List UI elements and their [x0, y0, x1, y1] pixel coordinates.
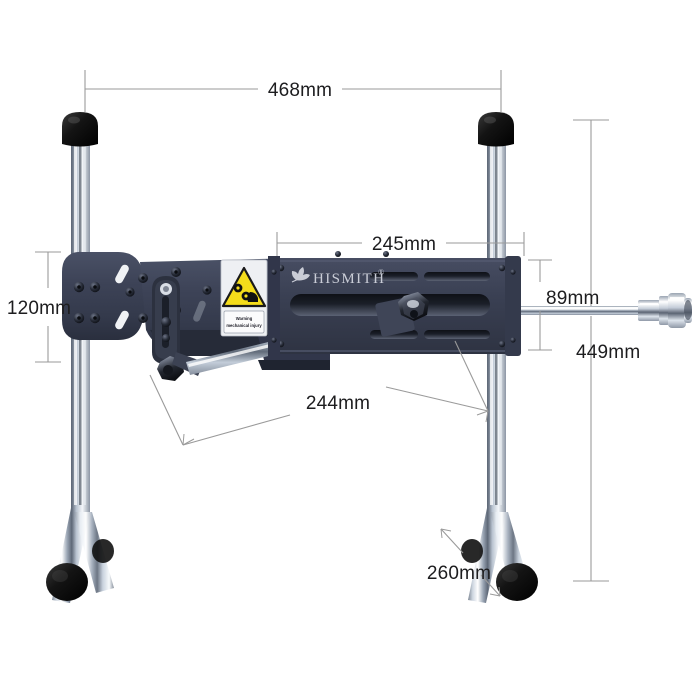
crank-arm: [152, 276, 180, 364]
dim-width-total: [84, 70, 502, 112]
warning-triangle-icon: [221, 266, 267, 308]
drive-shaft: [520, 306, 640, 315]
dim-shaft-height: [528, 259, 552, 351]
dim-rail-length: [276, 232, 525, 256]
dim-arm-stroke: [149, 340, 489, 446]
rail-slot-top-left: [370, 272, 418, 281]
dimension-lines: [35, 70, 609, 597]
dim-label-plate-height: 120mm: [7, 298, 71, 319]
star-knob-rail[interactable]: [375, 292, 429, 337]
right-foot-cap: [461, 539, 538, 601]
leaf-icon: [291, 267, 310, 283]
brand-name: HISMITH: [313, 271, 385, 287]
right-top-cap: [478, 112, 514, 147]
dim-label-rail-length: 245mm: [372, 234, 436, 255]
quick-connector: [638, 293, 692, 328]
dim-plate-height: [35, 251, 61, 363]
right-leg: [468, 135, 530, 603]
warning-label: Warning mechanical injury: [220, 259, 268, 337]
warning-line-1: Warning: [236, 316, 253, 321]
left-top-cap: [62, 112, 98, 147]
body-right-panel: [268, 256, 280, 356]
dim-label-arm-stroke: 244mm: [306, 393, 370, 414]
left-foot-cap: [46, 539, 114, 601]
warning-line-2: mechanical injury: [226, 323, 262, 328]
dim-label-width-total: 468mm: [268, 80, 332, 101]
rail-slot-bottom-right: [424, 330, 490, 339]
brand-logo: HISMITH ®: [291, 267, 385, 287]
gear-pinch-hazard-icon: [233, 283, 258, 302]
dim-label-shaft-height: 89mm: [546, 288, 600, 309]
trademark-symbol: ®: [378, 268, 384, 277]
plate-slot-marks: [115, 264, 206, 330]
left-leg: [52, 135, 114, 603]
dim-label-foot-span: 260mm: [427, 563, 491, 584]
dim-total-height: [573, 119, 609, 582]
dim-label-total-height: 449mm: [576, 342, 640, 363]
dim-foot-span: [440, 528, 501, 597]
rail-slot-top-right: [424, 272, 490, 281]
